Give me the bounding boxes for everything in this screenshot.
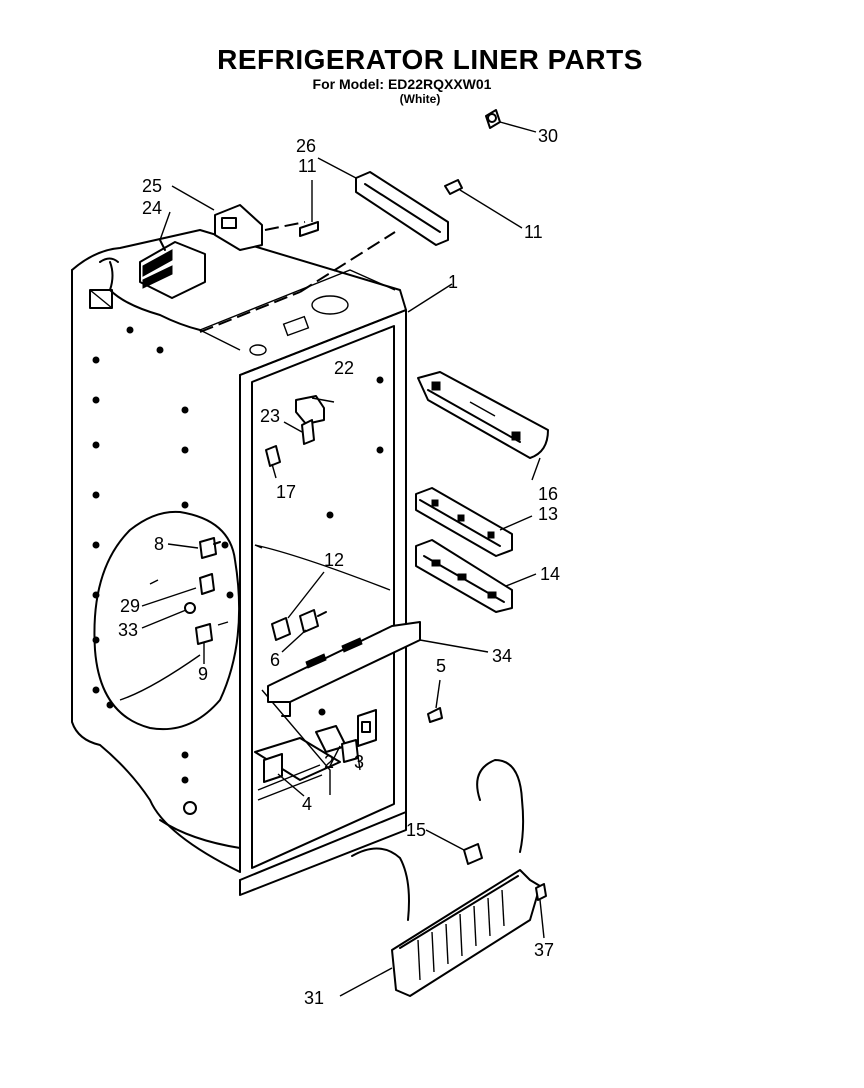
callout-4: 4	[302, 794, 312, 814]
parts-8-29-33-9	[149, 537, 229, 645]
callout-23: 23	[260, 406, 280, 426]
callout-3: 3	[354, 752, 364, 772]
parts-15-31-37-heater	[351, 759, 547, 997]
callout-33: 33	[118, 620, 138, 640]
callout-17: 17	[276, 482, 296, 502]
callout-numbers: 1 2 3 4 5 6 8 9 11 11 12 13 14 15 16 17 …	[118, 126, 560, 1008]
callout-31: 31	[304, 988, 324, 1008]
page-title: REFRIGERATOR LINER PARTS	[217, 44, 643, 75]
finish-label: (White)	[399, 92, 441, 106]
parts-24-25	[139, 204, 396, 333]
part-14-rail	[415, 539, 513, 613]
callout-13: 13	[538, 504, 558, 524]
part-13-rail	[415, 487, 513, 557]
callout-24: 24	[142, 198, 162, 218]
leader-arrows	[141, 121, 545, 997]
callout-1: 1	[448, 272, 458, 292]
mounting-holes	[92, 326, 384, 784]
callout-25: 25	[142, 176, 162, 196]
callout-30: 30	[538, 126, 558, 146]
callout-5: 5	[436, 656, 446, 676]
callout-9: 9	[198, 664, 208, 684]
callout-26: 26	[296, 136, 316, 156]
part-34-deflector	[267, 621, 421, 717]
liner-part-1	[71, 229, 407, 896]
part-30-clip	[485, 109, 501, 129]
part-26-bracket	[355, 171, 463, 246]
callout-22: 22	[334, 358, 354, 378]
callout-8: 8	[154, 534, 164, 554]
callout-16: 16	[538, 484, 558, 504]
part-16-cover	[417, 371, 549, 459]
parts-2-3-4-5	[263, 707, 443, 783]
callout-37: 37	[534, 940, 554, 960]
callout-14: 14	[540, 564, 560, 584]
callout-29: 29	[120, 596, 140, 616]
callout-12: 12	[324, 550, 344, 570]
callout-11-right: 11	[524, 222, 543, 242]
callout-2: 2	[324, 752, 334, 772]
model-number: For Model: ED22RQXXW01	[312, 76, 492, 92]
parts-22-23-17	[265, 395, 325, 467]
callout-6: 6	[270, 650, 280, 670]
callout-34: 34	[492, 646, 512, 666]
callout-15: 15	[406, 820, 426, 840]
callout-11-top: 11	[298, 156, 317, 176]
parts-12-6	[271, 609, 327, 641]
